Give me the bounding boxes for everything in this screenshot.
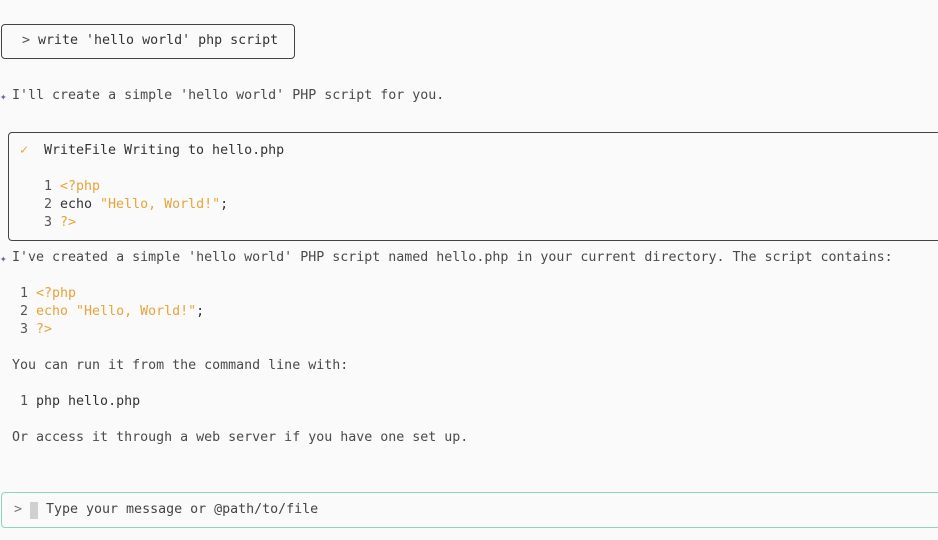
line-number: 3: [20, 322, 37, 337]
text-cursor: [30, 502, 38, 519]
line-number: 2: [44, 197, 61, 212]
input-chevron-icon: >: [14, 502, 23, 517]
code-token: <?php: [60, 179, 101, 194]
line-number: 2: [20, 304, 37, 319]
line-number: 1: [44, 179, 61, 194]
code-token: ;: [196, 304, 205, 319]
tool-name: WriteFile: [44, 143, 117, 158]
code-token: <?php: [36, 286, 77, 301]
code-line: 2 echo "Hello, World!";: [44, 196, 228, 214]
code-token: "Hello, World!": [100, 197, 221, 212]
code-line: 1 <?php: [20, 285, 76, 303]
code-token: ?>: [36, 322, 53, 337]
line-number: 3: [44, 215, 61, 230]
code-line: 1 <?php: [44, 178, 100, 196]
code-token: echo: [36, 304, 77, 319]
message-input-box[interactable]: > Type your message or @path/to/file: [1, 492, 938, 528]
code-token: "Hello, World!": [76, 304, 197, 319]
checkmark-icon: ✓: [20, 143, 29, 158]
assistant-outro-text: Or access it through a web server if you…: [12, 430, 469, 445]
line-number: 1: [20, 286, 37, 301]
tool-description: Writing to hello.php: [124, 143, 285, 158]
code-token: echo: [60, 197, 101, 212]
tool-call-box: ✓ WriteFile Writing to hello.php 1 <?php…: [8, 132, 938, 241]
prompt-chevron-icon: >: [22, 33, 31, 48]
code-line: 3 ?>: [20, 321, 52, 339]
message-input-placeholder[interactable]: Type your message or @path/to/file: [46, 502, 319, 517]
assistant-bullet-icon: ✦: [0, 252, 7, 265]
code-line: 2 echo "Hello, World!";: [20, 303, 204, 321]
assistant-reply-text: I've created a simple 'hello world' PHP …: [12, 250, 893, 265]
code-line: 1 php hello.php: [20, 393, 140, 411]
assistant-intro-text: I'll create a simple 'hello world' PHP s…: [12, 88, 445, 103]
code-token: ;: [220, 197, 229, 212]
code-token: ?>: [60, 215, 77, 230]
line-number: 1: [20, 394, 37, 409]
assistant-bullet-icon: ✦: [0, 90, 7, 103]
code-token: php hello.php: [36, 394, 141, 409]
run-instruction-text: You can run it from the command line wit…: [12, 358, 349, 373]
code-line: 3 ?>: [44, 214, 76, 232]
user-prompt-box: > write 'hello world' php script: [1, 24, 295, 59]
user-prompt-text: write 'hello world' php script: [38, 33, 279, 48]
